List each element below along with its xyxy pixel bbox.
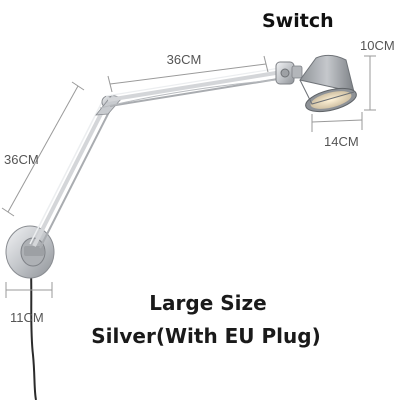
dim-upper-arm: 36CM	[107, 52, 269, 93]
lower-arm	[29, 101, 113, 249]
caption-variant: Silver(With EU Plug)	[91, 324, 320, 348]
dim-shade-height: 10CM	[360, 38, 395, 111]
shade-height: 10CM	[360, 38, 395, 53]
dim-lower-arm: 36CM	[1, 81, 85, 217]
wall-base	[5, 225, 55, 279]
dim-base-width: 11CM	[5, 282, 53, 325]
dim-shade-width: 14CM	[311, 112, 363, 149]
lamp-shade	[299, 54, 357, 113]
base-width: 11CM	[10, 310, 44, 325]
power-cord	[30, 269, 37, 400]
arm-upper-length: 36CM	[167, 52, 202, 67]
caption-size: Large Size	[149, 291, 266, 315]
shade-width: 14CM	[324, 134, 359, 149]
switch-joint	[275, 61, 303, 85]
upper-arm	[99, 67, 285, 109]
switch-label: Switch	[262, 10, 334, 32]
arm-lower-length: 36CM	[4, 152, 39, 167]
